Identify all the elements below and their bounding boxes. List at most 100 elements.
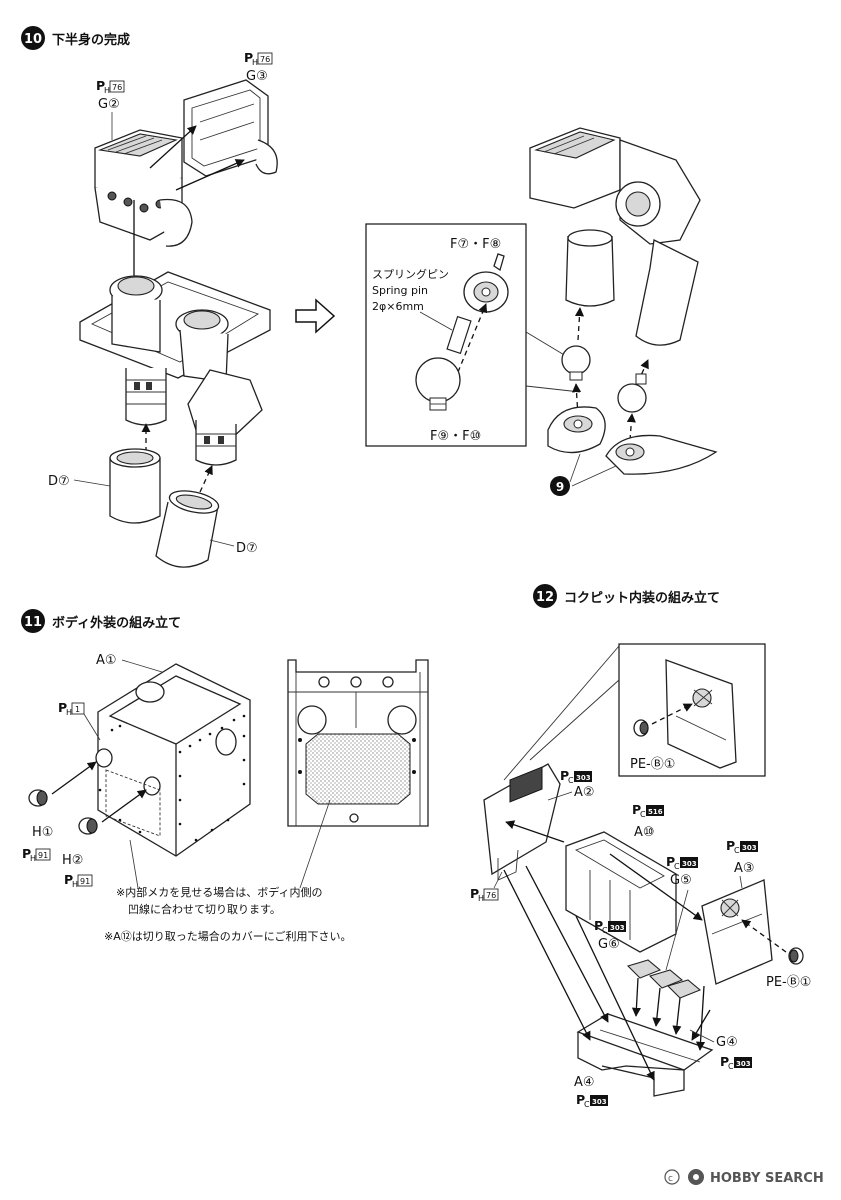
part-right-leg-joint: [187, 369, 263, 466]
label-pc303-a4: P C 303: [576, 1092, 608, 1109]
part-a4-floor: [576, 1013, 714, 1097]
part-a1-body-shell: [95, 663, 251, 857]
svg-text:C: C: [674, 862, 680, 871]
svg-text:76: 76: [260, 55, 270, 64]
step-flow-arrow-icon: [295, 298, 336, 334]
part-d7-right-sleeve: [155, 490, 220, 568]
arrow-d7-right: [199, 465, 213, 493]
note-a12-cover: ※A⑫は切り取った場合のカバーにご利用下さい。: [104, 929, 352, 943]
svg-text:303: 303: [736, 1060, 751, 1068]
note-cut-line-b: 凹線に合わせて切り取ります。: [128, 902, 281, 916]
svg-text:P: P: [726, 838, 735, 853]
part-left-leg-joint: [125, 368, 167, 426]
label-h1: H①: [32, 825, 53, 840]
part-a2-panel: [483, 763, 561, 881]
svg-text:76: 76: [112, 83, 122, 92]
svg-text:C: C: [568, 776, 574, 785]
svg-text:303: 303: [682, 860, 697, 868]
arrow-ball-left: [574, 307, 585, 341]
watermark-brand: HOBBY SEARCH: [710, 1171, 824, 1186]
svg-text:76: 76: [486, 891, 496, 900]
label-a4: A④: [574, 1075, 595, 1090]
arrow-g2-to-g3-a: [149, 125, 197, 169]
part-a3-panel: [701, 879, 773, 985]
label-pe-b1-detail: PE-Ⓑ①: [630, 757, 675, 772]
label-pc303-g6: P C 303: [594, 918, 626, 935]
detail-box-spring-pin: F⑦・F⑧ スプリングピン Spring pin 2φ×6mm F⑨・F⑩: [365, 223, 527, 447]
label-g3: G③: [246, 69, 268, 84]
svg-text:H: H: [478, 894, 484, 903]
label-h2: H②: [62, 853, 83, 868]
step-10-header: 10 下半身の完成: [21, 26, 130, 50]
label-ph76-g3: P H 76 G③: [244, 50, 273, 84]
svg-text:P: P: [576, 1092, 585, 1107]
label-spring-pin-en: Spring pin: [372, 284, 428, 297]
svg-text:P: P: [64, 872, 73, 887]
part-pe-b1-cap: [788, 947, 804, 965]
svg-text:303: 303: [592, 1098, 607, 1106]
sub-assembly-9-number: 9: [556, 480, 564, 494]
arrow-a10-to-floor: [575, 915, 655, 1081]
label-a3: A③: [734, 861, 755, 876]
label-spring-pin-size: 2φ×6mm: [372, 300, 424, 313]
arrow-a10-to-a2: [505, 820, 565, 843]
svg-text:H: H: [72, 880, 78, 889]
step-10-number: 10: [24, 32, 42, 47]
watermark: c HOBBY SEARCH: [664, 1169, 824, 1186]
arrow-h2: [101, 789, 147, 823]
part-assembled-lower-body: [529, 127, 701, 346]
svg-text:P: P: [594, 918, 603, 933]
part-ball-joint-left: [561, 345, 591, 381]
svg-text:91: 91: [80, 877, 90, 886]
svg-text:91: 91: [38, 851, 48, 860]
detail-box-pe-b1: PE-Ⓑ①: [618, 643, 766, 777]
label-a10: A⑩: [634, 825, 655, 840]
label-d7-left: D⑦: [48, 474, 70, 489]
svg-text:P: P: [632, 802, 641, 817]
svg-text:303: 303: [610, 924, 625, 932]
label-g6: G⑥: [598, 937, 620, 952]
label-f9-f10: F⑨・F⑩: [430, 429, 481, 444]
svg-text:C: C: [734, 846, 740, 855]
label-pe-b1: PE-Ⓑ①: [766, 975, 811, 990]
label-f7-f8: F⑦・F⑧: [450, 237, 501, 252]
part-a10-console: [565, 831, 677, 953]
arrow-a3-to-floor: [695, 985, 706, 1051]
step-12-number: 12: [536, 590, 554, 605]
part-g-pedals: [626, 959, 702, 999]
label-ph76-step12: P H 76: [470, 886, 499, 903]
step-10-title: 下半身の完成: [52, 32, 130, 48]
svg-text:P: P: [666, 854, 675, 869]
arrow-a2-to-floor-a: [525, 865, 609, 1023]
svg-text:P: P: [720, 1054, 729, 1069]
svg-text:303: 303: [576, 774, 591, 782]
part-g3-frame: [183, 79, 278, 177]
part-h1-cap: [28, 789, 48, 807]
svg-text:1: 1: [75, 705, 80, 714]
svg-text:303: 303: [742, 844, 757, 852]
label-g4: G④: [716, 1035, 738, 1050]
svg-text:P: P: [96, 78, 105, 93]
arrow-a2-to-floor-b: [503, 869, 591, 1041]
part-lower-frame: [79, 271, 271, 383]
label-ph1: P H 1: [58, 700, 85, 717]
arrow-pe-b1: [741, 919, 787, 953]
label-ph76-g2: P H 76 G②: [96, 78, 125, 112]
svg-text:H: H: [252, 58, 258, 67]
part-foot-9-right: [605, 434, 718, 475]
svg-text:C: C: [602, 926, 608, 935]
copyright-icon: [664, 1169, 680, 1185]
label-d7-right: D⑦: [236, 541, 258, 556]
step-11-title: ボディ外装の組み立て: [52, 615, 181, 631]
part-g2-engine: [94, 129, 193, 247]
svg-text:P: P: [22, 846, 31, 861]
svg-text:H: H: [30, 854, 36, 863]
svg-text:H: H: [104, 86, 110, 95]
part-ball-joint-right: [617, 373, 647, 413]
step-10-badge: [21, 26, 45, 50]
label-g5: G⑤: [670, 873, 692, 888]
part-body-inner-view: [287, 659, 429, 827]
step-12-title: コクピット内装の組み立て: [564, 590, 720, 606]
part-h2-cap: [78, 817, 98, 835]
